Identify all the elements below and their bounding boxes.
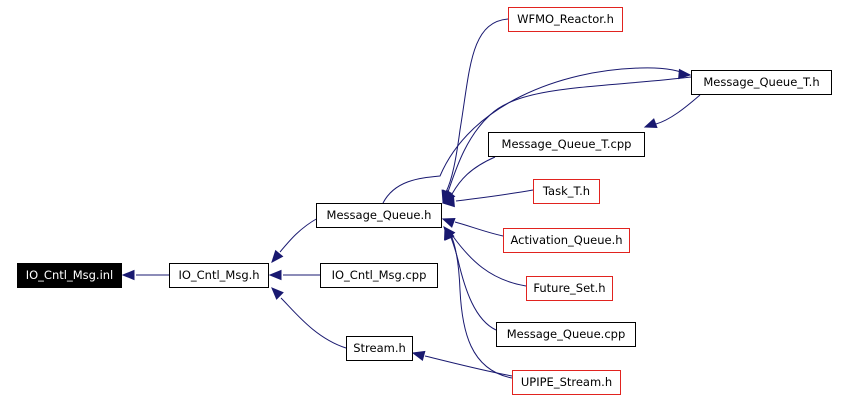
arrowhead-io_cntl_msg_h: [271, 249, 284, 264]
arrowhead-io_cntl_msg_inl: [121, 269, 135, 281]
node-upipe-stream-h[interactable]: UPIPE_Stream.h: [512, 370, 621, 395]
arrowhead-message_queue_t_h: [678, 68, 692, 80]
edge-stream_h-to-io_cntl_msg_h: [280, 297, 347, 349]
node-message-queue-cpp[interactable]: Message_Queue.cpp: [496, 322, 636, 347]
node-task-t-h[interactable]: Task_T.h: [533, 179, 600, 204]
node-future-set-h[interactable]: Future_Set.h: [526, 276, 613, 301]
arrowhead-io_cntl_msg_h: [268, 269, 282, 281]
arrowhead-message_queue_t_cpp: [643, 118, 658, 128]
node-message-queue-t-cpp[interactable]: Message_Queue_T.cpp: [488, 132, 645, 157]
edge-future_set_h-to-message_queue_h: [451, 234, 527, 287]
node-wfmo-reactor-h[interactable]: WFMO_Reactor.h: [508, 7, 623, 32]
arrowhead-message_queue_h: [444, 226, 454, 241]
arrowhead-message_queue_h: [441, 218, 456, 228]
edge-message_queue_t_cpp-to-message_queue_h: [451, 156, 496, 195]
edge-message_queue_t_h-to-message_queue_h: [447, 76, 692, 193]
edge-message_queue_t_h-to-message_queue_t_cpp: [655, 94, 701, 125]
edge-upipe_stream_h-to-message_queue_h: [449, 232, 513, 379]
node-activation-queue-h[interactable]: Activation_Queue.h: [503, 228, 630, 253]
arrowhead-stream_h: [411, 350, 426, 362]
edge-message_queue_h-to-io_cntl_msg_h: [279, 217, 319, 253]
node-io-cntl-msg-cpp[interactable]: IO_Cntl_Msg.cpp: [320, 263, 438, 288]
edge-message_queue_cpp-to-message_queue_h: [448, 231, 497, 331]
edge-message_queue_h-to-message_queue_t_h: [382, 67, 691, 204]
node-io-cntl-msg-h[interactable]: IO_Cntl_Msg.h: [169, 263, 269, 288]
arrowhead-io_cntl_msg_h: [271, 287, 284, 300]
node-io-cntl-msg-inl: IO_Cntl_Msg.inl: [17, 263, 122, 288]
arrowhead-message_queue_h: [441, 196, 455, 208]
node-message-queue-h[interactable]: Message_Queue.h: [316, 203, 442, 228]
node-message-queue-t-h[interactable]: Message_Queue_T.h: [691, 70, 832, 95]
edge-upipe_stream_h-to-stream_h: [424, 355, 513, 377]
node-stream-h[interactable]: Stream.h: [346, 336, 413, 361]
edge-wfmo_reactor_h-to-message_queue_h: [445, 18, 509, 193]
edge-task_t_h-to-message_queue_h: [455, 189, 534, 202]
edge-activation_queue_h-to-message_queue_h: [454, 221, 504, 237]
